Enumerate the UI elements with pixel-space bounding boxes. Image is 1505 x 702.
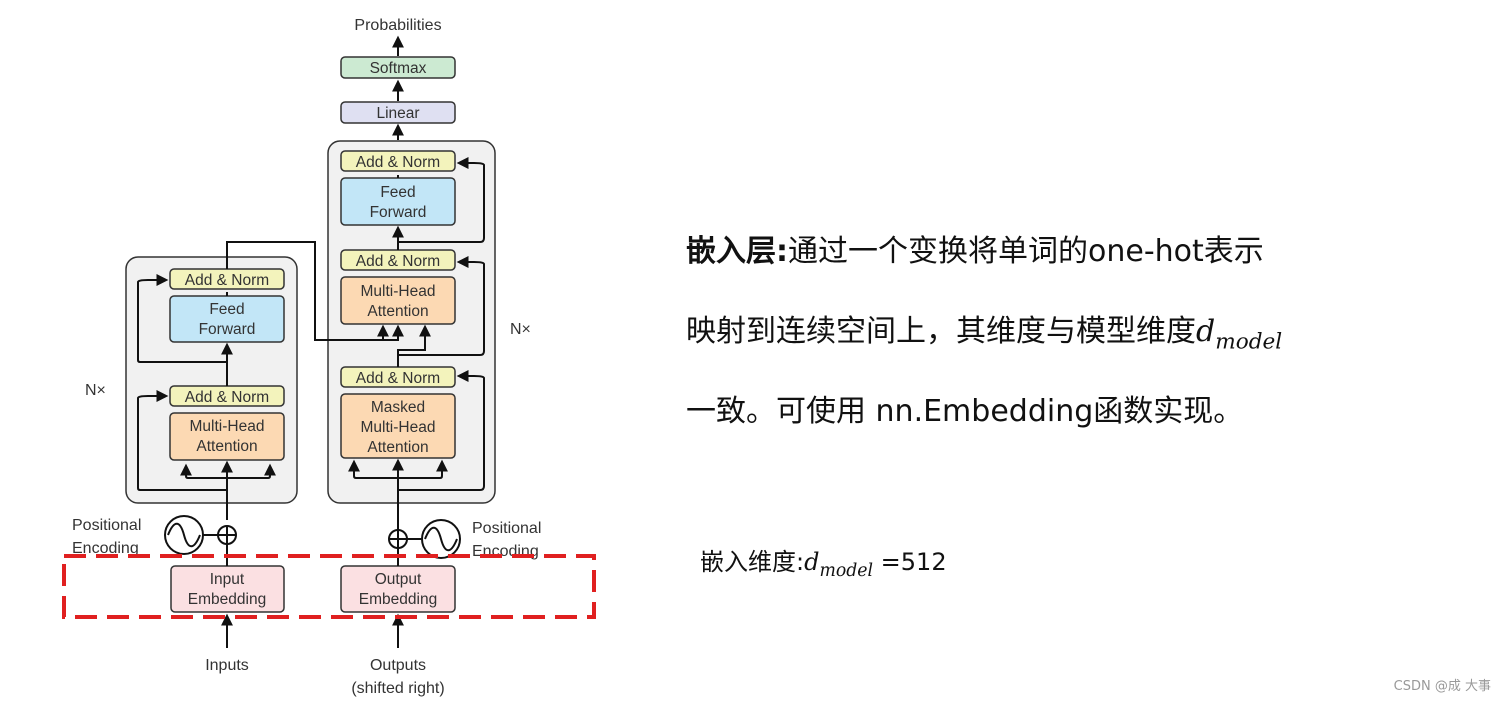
decoder-add-norm-3-label: Add & Norm xyxy=(356,154,440,171)
embedding-highlight-box xyxy=(62,554,596,619)
probabilities-label: Probabilities xyxy=(354,17,441,34)
encoder-mha-label-1: Multi-Head xyxy=(190,418,265,435)
encoder-ff-label-1: Feed xyxy=(209,301,244,318)
description-text-2: 映射到连续空间上，其维度与模型维度 xyxy=(686,314,1196,349)
dimension-math: dmodel xyxy=(804,548,874,582)
decoder-masked-attention xyxy=(340,393,456,459)
decoder-add-norm-3 xyxy=(340,150,456,172)
softmax-block xyxy=(340,56,456,79)
output-embedding-label-2: Embedding xyxy=(359,591,437,608)
encoder-add-norm-2-label: Add & Norm xyxy=(185,272,269,289)
softmax-label: Softmax xyxy=(370,60,427,77)
shifted-right-label: (shifted right) xyxy=(351,680,444,697)
encoder-nx-label: N× xyxy=(85,382,106,399)
decoder-mha-label-1: Multi-Head xyxy=(361,283,436,300)
embedding-dimension-label: 嵌入维度: xyxy=(700,548,805,576)
decoder-masked-label-1: Masked xyxy=(371,399,425,416)
embedding-dimension: 嵌入维度:dmodel =512 xyxy=(700,542,947,581)
description-text-1: 通过一个变换将单词的one-hot表示 xyxy=(788,234,1264,269)
output-embedding-label-1: Output xyxy=(375,571,422,588)
description-line-2: 映射到连续空间上，其维度与模型维度dmodel xyxy=(686,306,1406,355)
decoder-masked-label-3: Attention xyxy=(367,439,428,456)
description-line-1: 嵌入层:通过一个变换将单词的one-hot表示 xyxy=(686,226,1406,270)
encoder-mha-label-2: Attention xyxy=(196,438,257,455)
decoder-multi-head-attention xyxy=(340,276,456,325)
decoder-positional-label-1: Positional xyxy=(472,520,541,537)
input-embedding-label-2: Embedding xyxy=(188,591,266,608)
description-text-3: 一致。可使用 nn.Embedding函数实现。 xyxy=(686,394,1244,429)
decoder-mha-label-2: Attention xyxy=(367,303,428,320)
outputs-label: Outputs xyxy=(370,657,426,674)
inputs-label: Inputs xyxy=(205,657,249,674)
encoder-ff-label-2: Forward xyxy=(199,321,256,338)
decoder-nx-label: N× xyxy=(510,321,531,338)
embedding-layer-heading: 嵌入层: xyxy=(686,234,788,269)
decoder-add-norm-1-label: Add & Norm xyxy=(356,370,440,387)
d-model-math: dmodel xyxy=(1196,314,1283,355)
embedding-dimension-value: =512 xyxy=(880,548,947,576)
watermark: CSDN @成 大事 xyxy=(1393,679,1491,694)
decoder-ff-label-1: Feed xyxy=(380,184,415,201)
encoder-positional-label-1: Positional xyxy=(72,517,141,534)
input-embedding-label-1: Input xyxy=(210,571,245,588)
encoder-multi-head-attention xyxy=(169,412,285,461)
linear-block xyxy=(340,101,456,124)
encoder-add-norm-1-label: Add & Norm xyxy=(185,389,269,406)
decoder-positional-encoding xyxy=(388,519,461,559)
encoder-positional-encoding xyxy=(164,515,237,555)
encoder-positional-label-2: Encoding xyxy=(72,540,139,557)
description-line-3: 一致。可使用 nn.Embedding函数实现。 xyxy=(686,386,1406,430)
transformer-diagram: Probabilities Softmax Linear Add & Norm … xyxy=(62,17,596,697)
linear-label: Linear xyxy=(376,105,419,122)
encoder-stack xyxy=(125,256,298,504)
decoder-ff-label-2: Forward xyxy=(370,204,427,221)
decoder-add-norm-2-label: Add & Norm xyxy=(356,253,440,270)
decoder-masked-label-2: Multi-Head xyxy=(361,419,436,436)
